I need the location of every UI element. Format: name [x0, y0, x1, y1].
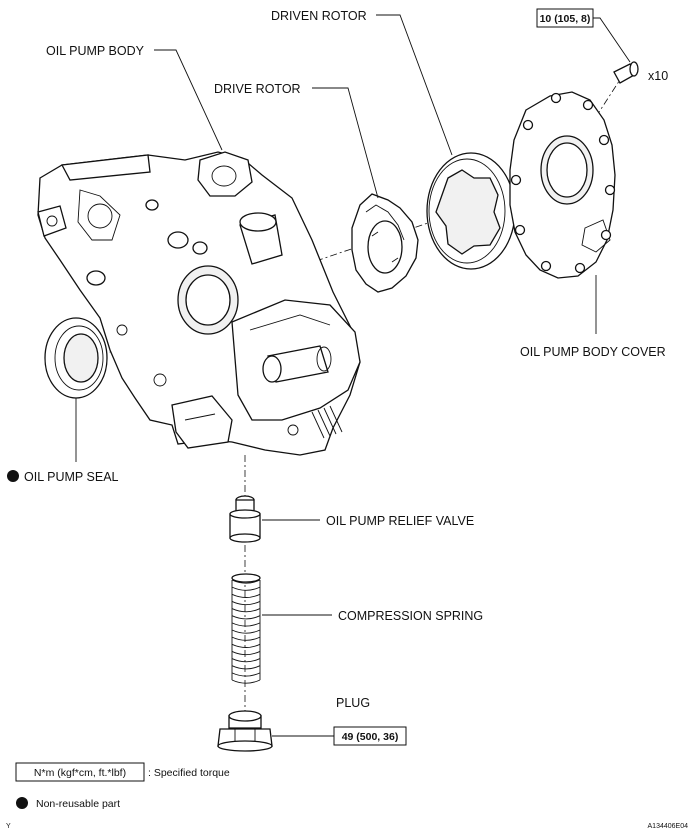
label-driven-rotor: DRIVEN ROTOR — [271, 9, 367, 23]
figure-id: A134406E04 — [648, 823, 689, 830]
spring-coil — [231, 679, 261, 684]
oil-pump-relief-valve-drawing — [229, 495, 261, 543]
corner-mark: Y — [6, 823, 11, 830]
torque-box-cover-bolts — [536, 8, 594, 28]
label-oil-pump-body-cover: OIL PUMP BODY COVER — [520, 345, 666, 359]
spring-coil — [231, 601, 261, 606]
spring-coil — [231, 629, 261, 634]
label-oil-pump-body: OIL PUMP BODY — [46, 44, 145, 58]
drive-rotor-drawing — [351, 193, 419, 293]
oil-pump-body-drawing — [37, 151, 361, 456]
legend-torque-text: : Specified torque — [148, 767, 230, 779]
legend-non-reusable-bullet-icon — [16, 797, 28, 809]
spring-coil — [231, 622, 261, 627]
cover-bolt-drawing — [613, 61, 639, 84]
oil-pump-seal-drawing — [44, 317, 108, 399]
spring-coil — [231, 579, 261, 584]
label-oil-pump-seal: OIL PUMP SEAL — [24, 470, 119, 484]
compression-spring-drawing — [231, 573, 261, 684]
legend-non-reusable-text: Non-reusable part — [36, 798, 120, 810]
spring-coil — [231, 672, 261, 677]
label-oil-pump-relief-valve: OIL PUMP RELIEF VALVE — [326, 514, 474, 528]
spring-coil — [231, 636, 261, 641]
label-plug: PLUG — [336, 696, 370, 710]
label-drive-rotor: DRIVE ROTOR — [214, 82, 301, 96]
spring-coil — [231, 658, 261, 663]
spring-coil — [231, 615, 261, 620]
spring-coil — [231, 586, 261, 591]
non-reusable-bullet-icon — [7, 470, 19, 482]
spring-coil — [231, 665, 261, 670]
spring-coil — [231, 593, 261, 598]
spring-coil — [231, 651, 261, 656]
torque-plug: 49 (500, 36) — [342, 731, 399, 743]
torque-cover-bolts: 10 (105, 8) — [540, 13, 591, 25]
legend-torque-unit: N*m (kgf*cm, ft.*lbf) — [34, 767, 126, 779]
legend-torque-unit-box — [15, 762, 145, 782]
oil-pump-body-cover-drawing — [509, 91, 616, 279]
label-compression-spring: COMPRESSION SPRING — [338, 609, 483, 623]
plug-drawing — [217, 710, 273, 752]
torque-box-plug — [333, 726, 407, 746]
driven-rotor-drawing — [426, 152, 516, 270]
bolt-quantity: x10 — [648, 69, 668, 83]
spring-coil — [231, 643, 261, 648]
spring-coil — [231, 608, 261, 613]
